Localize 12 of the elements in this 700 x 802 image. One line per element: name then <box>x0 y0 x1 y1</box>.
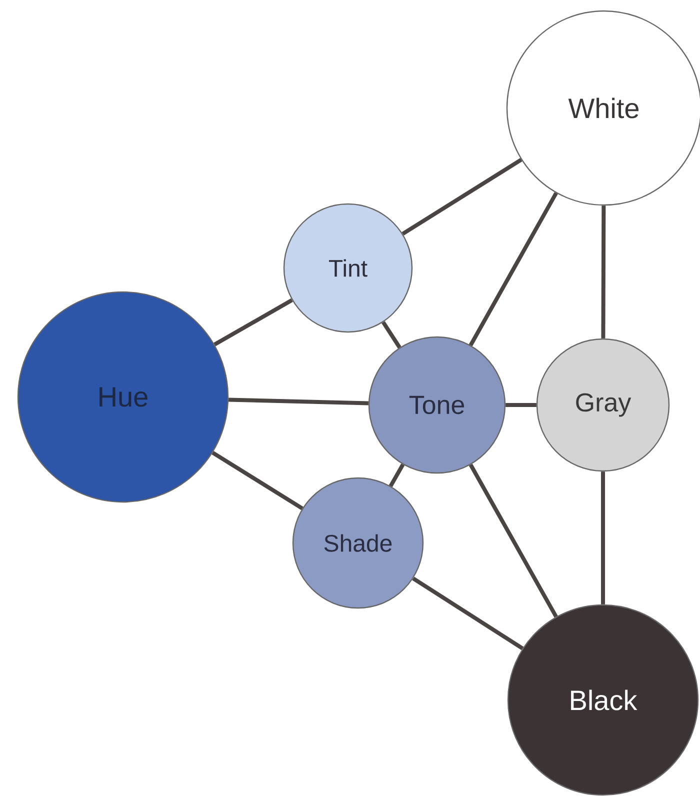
connector-line <box>506 403 536 407</box>
connector-line <box>382 321 402 349</box>
connector-line <box>412 576 524 650</box>
connector-line <box>601 472 605 604</box>
connector-line <box>228 398 368 406</box>
connector-line <box>468 192 558 346</box>
connector-line <box>402 158 522 236</box>
connector-line <box>601 206 606 338</box>
connector-line <box>212 451 304 510</box>
connector-line <box>214 298 293 346</box>
connector-line <box>468 464 558 618</box>
connector-line <box>388 464 405 488</box>
